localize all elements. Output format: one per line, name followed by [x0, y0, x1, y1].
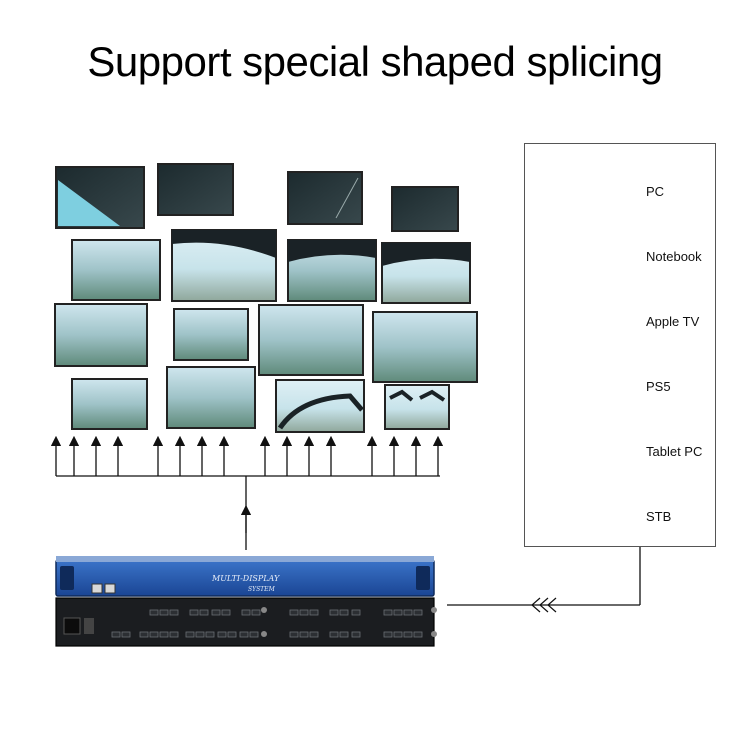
hdmi-port	[199, 609, 209, 616]
input-connection	[447, 547, 641, 613]
screen	[275, 379, 365, 433]
hdmi-port	[329, 631, 339, 638]
hdmi-port	[393, 609, 403, 616]
port-array	[111, 609, 423, 638]
screen	[54, 303, 148, 367]
hdmi-port	[289, 609, 299, 616]
input-devices-panel	[524, 143, 716, 547]
device-label-ps5: PS5	[646, 379, 671, 394]
hdmi-port	[159, 631, 169, 638]
hdmi-port	[403, 631, 413, 638]
hdmi-port	[299, 631, 309, 638]
hdmi-port	[309, 609, 319, 616]
hdmi-port	[227, 631, 237, 638]
hdmi-port	[299, 609, 309, 616]
device-label-notebook: Notebook	[646, 249, 702, 264]
hdmi-port	[351, 609, 361, 616]
screen	[391, 186, 459, 232]
hdmi-port	[413, 631, 423, 638]
device-label-stb: STB	[646, 509, 672, 524]
screen	[381, 242, 471, 304]
hdmi-port	[149, 609, 159, 616]
hdmi-port	[393, 631, 403, 638]
hdmi-port	[251, 609, 261, 616]
screen	[71, 239, 161, 301]
hdmi-port	[159, 609, 169, 616]
hdmi-port	[339, 631, 349, 638]
screen	[287, 171, 363, 225]
output-lines	[50, 435, 444, 550]
hdmi-port	[195, 631, 205, 638]
hdmi-port	[249, 631, 259, 638]
hdmi-port	[329, 609, 339, 616]
screen	[171, 229, 277, 302]
output-arrows	[50, 435, 444, 476]
screen	[55, 166, 145, 229]
hdmi-port	[217, 631, 227, 638]
device-label-pc: PC	[646, 184, 665, 199]
hdmi-port	[241, 609, 251, 616]
device-label-apple-tv: Apple TV	[646, 314, 700, 329]
hdmi-port	[121, 631, 131, 638]
screen	[384, 384, 450, 430]
hdmi-port	[169, 609, 179, 616]
hdmi-port	[239, 631, 249, 638]
hdmi-port	[351, 631, 361, 638]
screen	[71, 378, 148, 430]
hdmi-port	[403, 609, 413, 616]
hdmi-port	[309, 631, 319, 638]
hdmi-port	[139, 631, 149, 638]
hdmi-port	[339, 609, 349, 616]
hdmi-port	[111, 631, 121, 638]
screen	[287, 239, 377, 302]
hdmi-port	[185, 631, 195, 638]
hdmi-port	[189, 609, 199, 616]
hdmi-port	[383, 609, 393, 616]
brand-text: MULTI-DISPLAY	[211, 574, 280, 583]
hdmi-port	[149, 631, 159, 638]
hdmi-port	[205, 631, 215, 638]
screen	[157, 163, 234, 216]
screen	[372, 311, 478, 383]
brand-subtext: SYSTEM	[248, 586, 276, 593]
screen	[166, 366, 256, 429]
hdmi-port	[289, 631, 299, 638]
hdmi-port	[221, 609, 231, 616]
hdmi-port	[383, 631, 393, 638]
hdmi-port	[413, 609, 423, 616]
video-wall	[54, 163, 478, 433]
screen	[258, 304, 364, 376]
multi-display-processor: MULTI-DISPLAY SYSTEM	[55, 556, 437, 647]
device-label-tablet: Tablet PC	[646, 444, 703, 459]
hdmi-port	[211, 609, 221, 616]
screen	[173, 308, 249, 361]
page-title: Support special shaped splicing	[87, 38, 663, 85]
hdmi-port	[169, 631, 179, 638]
